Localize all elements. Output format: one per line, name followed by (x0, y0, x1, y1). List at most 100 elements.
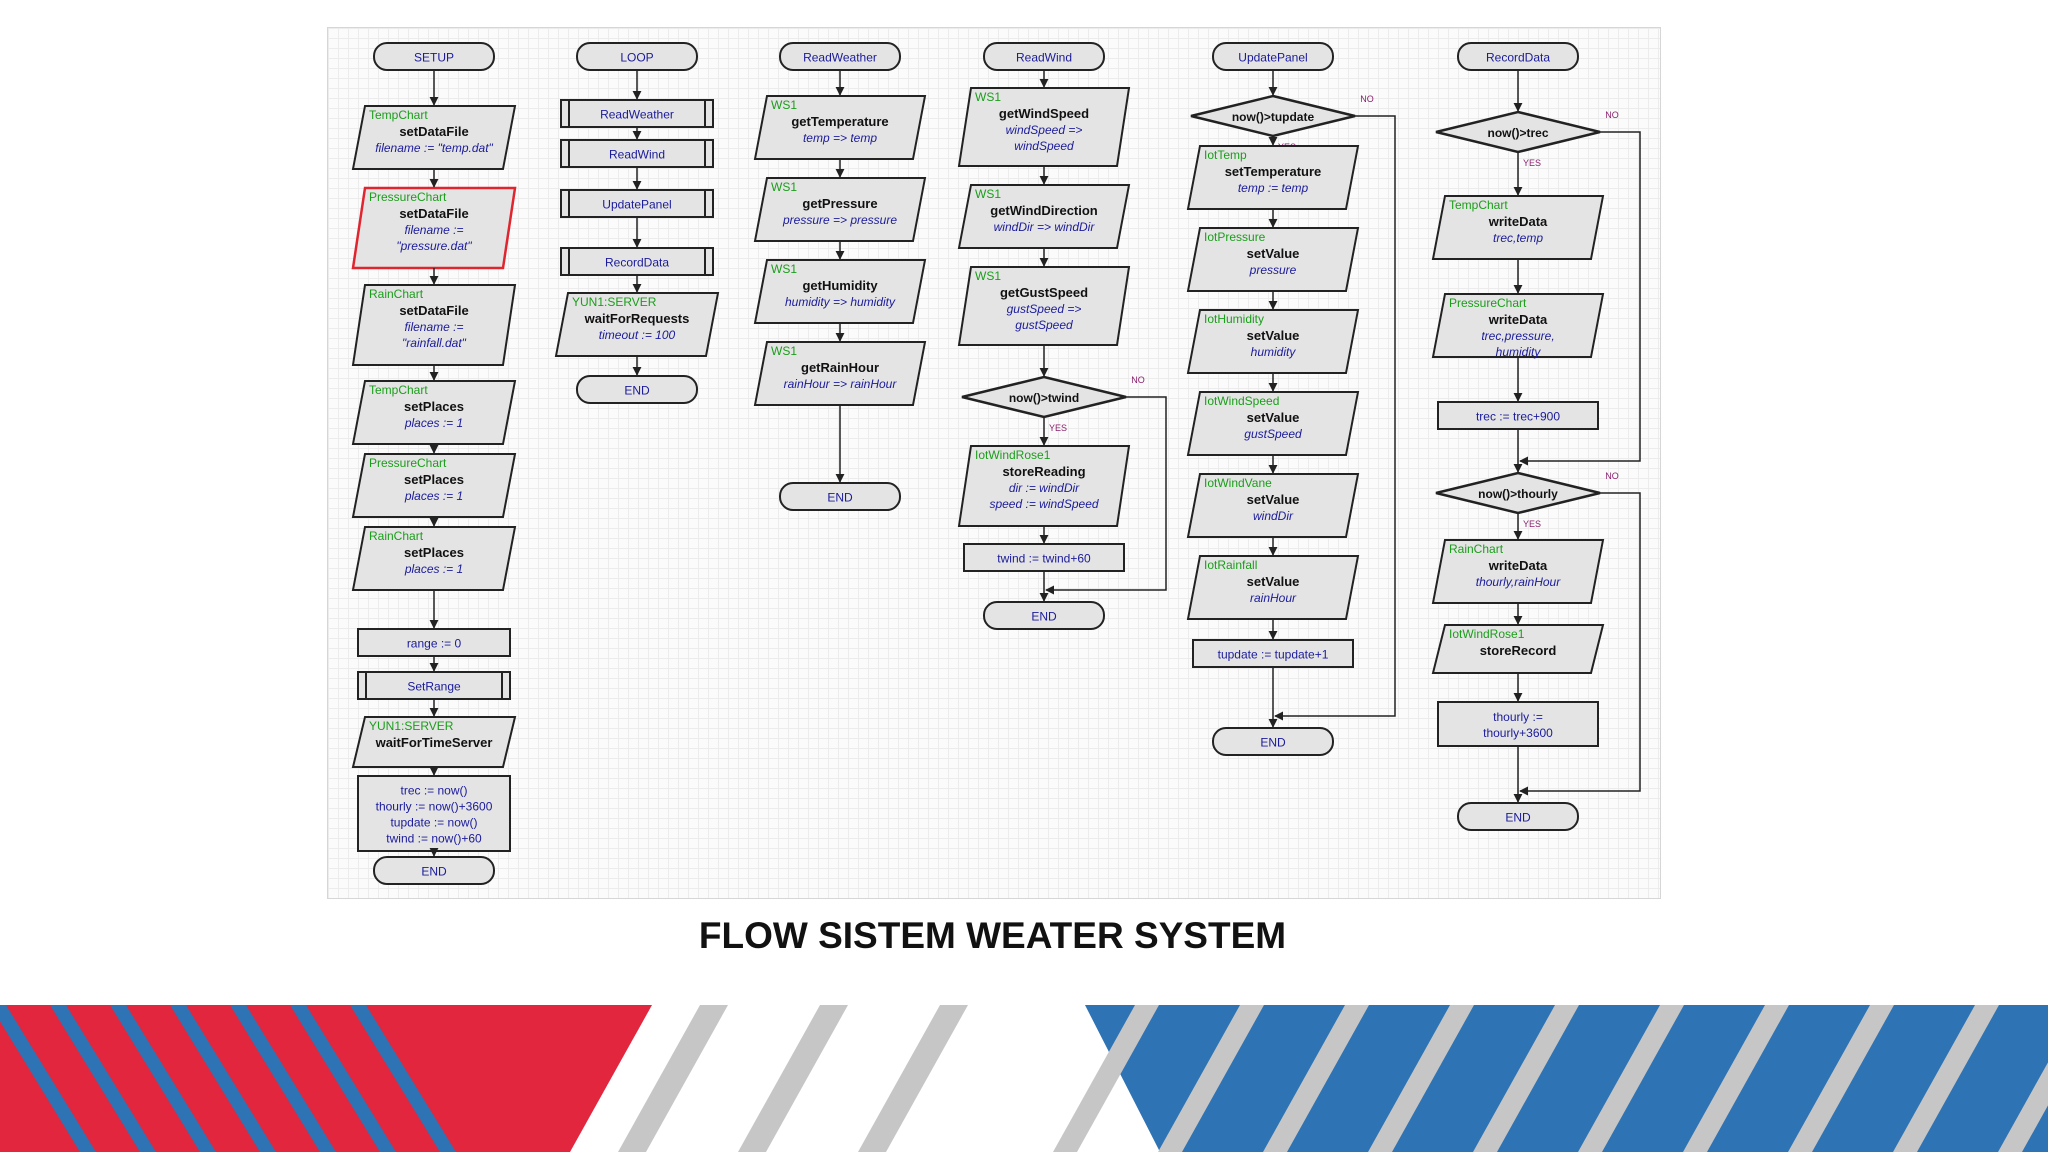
object-label: TempChart (1449, 198, 1508, 212)
footer-stripe (1998, 1062, 2048, 1152)
footer-stripe (1158, 1005, 1264, 1152)
terminal-label: LOOP (620, 51, 653, 65)
method-title: setPlaces (404, 399, 464, 414)
method-title: waitForRequests (584, 311, 690, 326)
method-title: getWindSpeed (999, 106, 1089, 121)
param-text: pressure (1249, 263, 1297, 277)
footer-stripe (1683, 1005, 1789, 1152)
object-label: IotWindVane (1204, 476, 1272, 490)
subroutine-node: ReadWind (560, 139, 714, 168)
process-node: trec := trec+900 (1437, 401, 1599, 430)
io-node: WS1 getTemperature temp => temp (753, 95, 927, 160)
terminal-node: UpdatePanel (1212, 42, 1334, 71)
param-text: filename := (404, 223, 463, 237)
terminal-node: RecordData (1457, 42, 1579, 71)
terminal-node: ReadWeather (779, 42, 901, 71)
process-line: tupdate := tupdate+1 (1218, 648, 1329, 662)
object-label: TempChart (369, 108, 428, 122)
object-label: YUN1:SERVER (572, 295, 657, 309)
param-text: places := 1 (404, 489, 463, 503)
object-label: RainChart (1449, 542, 1504, 556)
method-title: setValue (1247, 328, 1300, 343)
terminal-node: END (779, 482, 901, 511)
method-title: getTemperature (791, 114, 888, 129)
method-title: getWindDirection (990, 203, 1098, 218)
param-text: temp => temp (803, 131, 877, 145)
subroutine-node: UpdatePanel (560, 189, 714, 218)
object-label: RainChart (369, 287, 424, 301)
subroutine-node: SetRange (357, 671, 511, 700)
slide-title: FLOW SISTEM WEATER SYSTEM (698, 915, 1287, 956)
method-title: getGustSpeed (1000, 285, 1088, 300)
yes-branch-label: YES (1523, 519, 1541, 529)
no-branch-label: NO (1131, 375, 1145, 385)
footer-stripe (858, 1005, 968, 1152)
terminal-node: END (373, 856, 495, 885)
terminal-label: ReadWind (1016, 51, 1072, 65)
method-title: writeData (1488, 312, 1548, 327)
object-label: WS1 (771, 262, 797, 276)
terminal-node: END (1457, 802, 1579, 831)
process-line: trec := trec+900 (1476, 410, 1560, 424)
object-label: WS1 (771, 98, 797, 112)
method-title: setTemperature (1225, 164, 1322, 179)
object-label: WS1 (975, 187, 1001, 201)
method-title: getPressure (802, 196, 877, 211)
subroutine-node: RecordData (560, 247, 714, 276)
object-label: WS1 (771, 180, 797, 194)
decision-label: now()>thourly (1478, 487, 1558, 501)
param-text: gustSpeed (1244, 427, 1302, 441)
subroutine-label: ReadWeather (600, 108, 674, 122)
terminal-label: SETUP (414, 51, 454, 65)
object-label: IotWindRose1 (1449, 627, 1525, 641)
param-text: humidity (1251, 345, 1297, 359)
flow-column-updatepanel: UpdatePanelnow()>tupdateNOYESIotTempsetT… (1186, 42, 1396, 756)
param-text: rainHour (1250, 591, 1297, 605)
method-title: setValue (1247, 574, 1300, 589)
terminal-node: END (576, 375, 698, 404)
footer-stripe (110, 1005, 216, 1152)
param-text: windDir (1253, 509, 1294, 523)
method-title: writeData (1488, 214, 1548, 229)
footer-stripe (230, 1005, 336, 1152)
object-label: YUN1:SERVER (369, 719, 454, 733)
param-text: trec,pressure, (1481, 329, 1554, 343)
process-line: tupdate := now() (390, 816, 477, 830)
param-text: gustSpeed => (1007, 302, 1082, 316)
terminal-label: RecordData (1486, 51, 1550, 65)
param-text: windSpeed (1014, 139, 1074, 153)
terminal-node: LOOP (576, 42, 698, 71)
process-line: twind := now()+60 (386, 832, 482, 846)
object-label: PressureChart (369, 190, 447, 204)
method-title: getHumidity (802, 278, 878, 293)
footer-stripe (1788, 1005, 1894, 1152)
param-text: temp := temp (1238, 181, 1309, 195)
param-text: speed := windSpeed (989, 497, 1098, 511)
subroutine-label: ReadWind (609, 148, 665, 162)
terminal-node: END (983, 601, 1105, 630)
method-title: writeData (1488, 558, 1548, 573)
method-title: waitForTimeServer (375, 735, 493, 750)
method-title: setDataFile (399, 303, 468, 318)
terminal-node: ReadWind (983, 42, 1105, 71)
decision-node: now()>tupdateNOYES (1190, 94, 1374, 152)
footer-stripe (1263, 1005, 1369, 1152)
method-title: setPlaces (404, 472, 464, 487)
method-title: setValue (1247, 246, 1300, 261)
param-text: "pressure.dat" (396, 239, 472, 253)
param-text: places := 1 (404, 562, 463, 576)
